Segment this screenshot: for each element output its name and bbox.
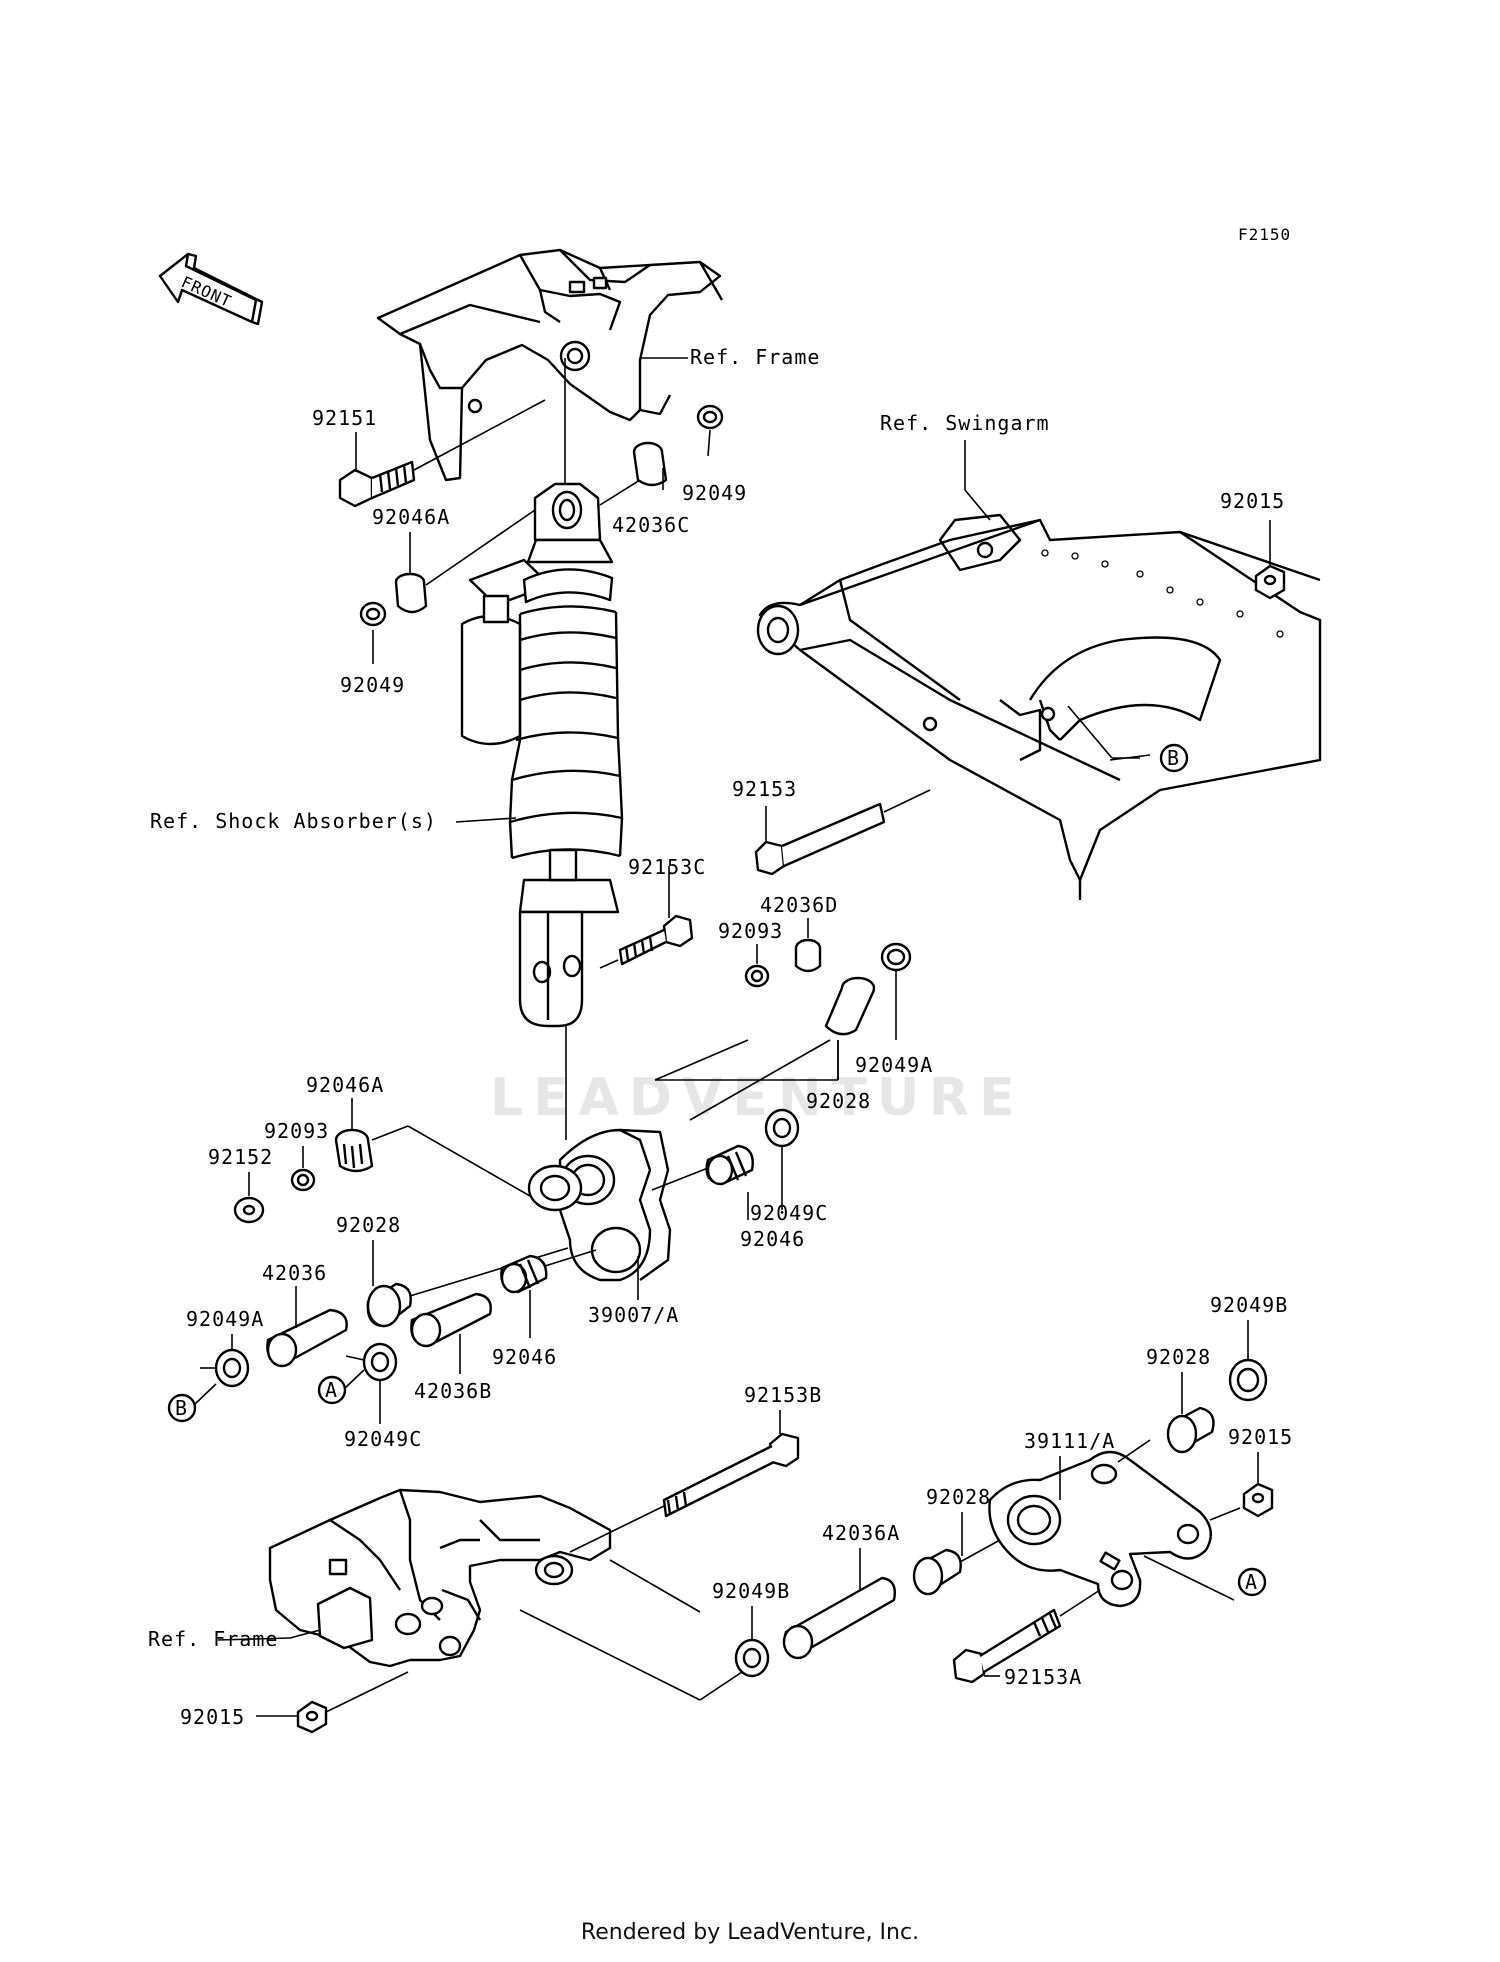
label-92015-top: 92015: [1220, 489, 1285, 513]
leader-lines: [200, 357, 1271, 1717]
lower-frame-drawing: [268, 1488, 612, 1668]
washer-92049B-lower: [734, 1638, 770, 1678]
ref-frame-top: Ref. Frame: [690, 345, 820, 369]
watermark: LEADVENTURE: [490, 1068, 1025, 1128]
washer-92049-left: [359, 601, 387, 627]
label-92028-right: 92028: [1146, 1345, 1211, 1369]
svg-text:A: A: [325, 1378, 338, 1402]
label-92152: 92152: [208, 1145, 273, 1169]
label-92153A: 92153A: [1004, 1665, 1082, 1689]
label-92049B-right: 92049B: [1210, 1293, 1288, 1317]
label-92049B-lower: 92049B: [712, 1579, 790, 1603]
sleeve-92028-right: [1166, 1406, 1215, 1454]
washer-92049C-bottom: [362, 1342, 398, 1382]
label-92046-right: 92046: [740, 1227, 805, 1251]
bolt-92153B: [662, 1432, 800, 1518]
svg-text:B: B: [1167, 746, 1180, 770]
sleeve-42036: [266, 1308, 348, 1368]
marker-b-swingarm: B: [1159, 743, 1189, 773]
ref-swingarm: Ref. Swingarm: [880, 411, 1050, 435]
marker-a-left: A: [317, 1375, 347, 1405]
label-92093-left: 92093: [264, 1119, 329, 1143]
sleeve-92028-lower: [912, 1548, 962, 1596]
label-92028-left: 92028: [336, 1213, 401, 1237]
bearing-92046A-left: [334, 1128, 374, 1173]
washer-92049A-right: [880, 942, 912, 972]
nut-92015-bottom: [296, 1700, 328, 1734]
label-92046A-left: 92046A: [306, 1073, 384, 1097]
label-42036C: 42036C: [612, 513, 690, 537]
marker-a-right: A: [1237, 1567, 1267, 1597]
label-92153C: 92153C: [628, 855, 706, 879]
bearing-92046-right: [705, 1144, 754, 1186]
nut-92015-right: [1242, 1482, 1274, 1518]
label-42036A: 42036A: [822, 1521, 900, 1545]
bolt-92153: [754, 802, 886, 876]
rocker-arm-39111A: [988, 1450, 1212, 1608]
nut-92015-top: [1254, 564, 1286, 600]
marker-b-left: B: [167, 1393, 197, 1423]
label-92151: 92151: [312, 406, 377, 430]
washer-92093-left: [290, 1168, 316, 1192]
ref-shock-absorber: Ref. Shock Absorber(s): [150, 809, 437, 833]
label-42036: 42036: [262, 1261, 327, 1285]
label-92049A-left: 92049A: [186, 1307, 264, 1331]
label-92049A-right: 92049A: [855, 1053, 933, 1077]
svg-text:A: A: [1245, 1570, 1258, 1594]
label-39111A: 39111/A: [1024, 1429, 1115, 1453]
dogbone-39007A: [527, 1128, 672, 1282]
washer-92049-top: [696, 404, 724, 430]
sleeve-42036A: [782, 1576, 896, 1660]
label-92028-lower: 92028: [926, 1485, 991, 1509]
sleeve-92028-mid: [824, 976, 876, 1036]
bolt-92153A: [952, 1608, 1062, 1684]
label-92049C-bottom: 92049C: [344, 1427, 422, 1451]
upper-frame-drawing: [376, 248, 724, 482]
label-42036D: 42036D: [760, 893, 838, 917]
washer-92093-mid: [744, 964, 770, 988]
label-42036B: 42036B: [414, 1379, 492, 1403]
footer-credit: Rendered by LeadVenture, Inc.: [580, 1920, 920, 1945]
figure-code: F2150: [1238, 225, 1291, 244]
washer-92049C-right: [764, 1108, 800, 1148]
svg-text:B: B: [175, 1396, 188, 1420]
part-labels: Ref. Frame Ref. Swingarm Ref. Shock Abso…: [148, 345, 1293, 1729]
label-92153: 92153: [732, 777, 797, 801]
label-92015-bottom: 92015: [180, 1705, 245, 1729]
label-92028-mid: 92028: [806, 1089, 871, 1113]
label-92153B: 92153B: [744, 1383, 822, 1407]
bolt-92151: [338, 460, 416, 508]
shock-absorber-drawing: [460, 482, 624, 1028]
label-92015-right: 92015: [1228, 1425, 1293, 1449]
washer-92049A-left: [214, 1348, 250, 1388]
bushing-92046A-top: [394, 572, 428, 614]
bearing-92046-mid: [500, 1254, 548, 1294]
front-arrow-icon: FRONT: [158, 252, 264, 326]
label-92093-mid: 92093: [718, 919, 783, 943]
sleeve-92028-left: [366, 1282, 412, 1328]
label-92049-top: 92049: [682, 481, 747, 505]
washer-92049B-right: [1228, 1358, 1268, 1402]
sleeve-42036C: [632, 441, 668, 487]
label-92049-left: 92049: [340, 673, 405, 697]
label-92046A-top: 92046A: [372, 505, 450, 529]
sleeve-42036B: [410, 1292, 492, 1348]
bolt-92153C: [618, 914, 694, 966]
collar-42036D: [794, 938, 822, 973]
label-39007A: 39007/A: [588, 1303, 679, 1327]
label-92046-mid: 92046: [492, 1345, 557, 1369]
swingarm-drawing: [756, 513, 1322, 900]
washer-92152: [233, 1196, 265, 1224]
label-92049C-right: 92049C: [750, 1201, 828, 1225]
ref-frame-bottom: Ref. Frame: [148, 1627, 278, 1651]
